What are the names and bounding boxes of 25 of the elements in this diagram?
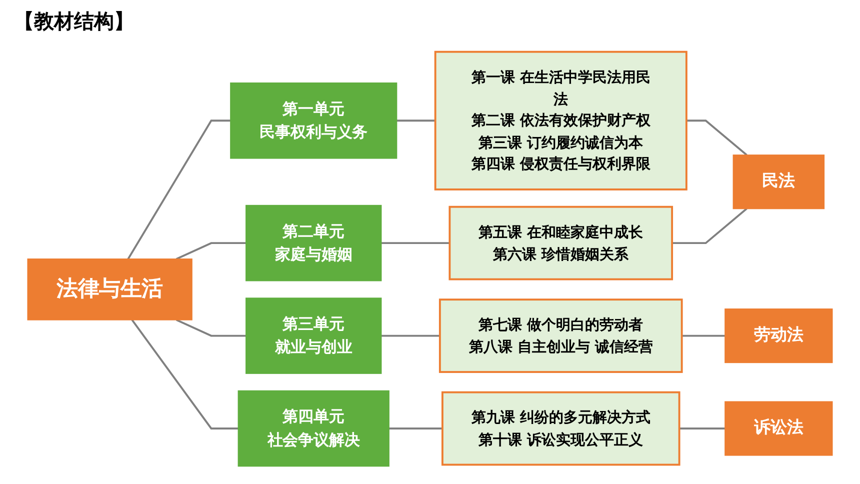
- node-box: 第一课 在生活中学民法用民法 第二课 依法有效保护财产权 第三课 订约履约诚信为本 第四课 侵权责任与权利界限: [434, 50, 688, 190]
- node-box: 法律与生活: [27, 258, 192, 320]
- node-box: 第三单元 就业与创业: [246, 298, 382, 374]
- connector: [381, 242, 450, 244]
- page-title: 【教材结构】: [14, 8, 134, 35]
- node-box: 第五课 在和睦家庭中成长 第六课 珍惜婚姻关系: [448, 206, 674, 280]
- connector: [672, 208, 748, 244]
- connector: [176, 242, 246, 260]
- connector: [679, 428, 726, 430]
- connector: [396, 120, 436, 122]
- connector: [131, 319, 238, 430]
- connector: [686, 120, 748, 156]
- connector: [388, 428, 442, 430]
- node-box: 劳动法: [724, 308, 833, 364]
- connector: [176, 318, 246, 337]
- node-box: 第二单元 家庭与婚姻: [246, 204, 382, 282]
- node-box: 第七课 做个明白的劳动者 第八课 自主创业与 诚信经营: [438, 298, 683, 373]
- connector: [127, 120, 231, 260]
- node-box: 诉讼法: [724, 401, 833, 456]
- connector: [682, 334, 726, 337]
- node-box: 第一单元 民事权利与义务: [230, 82, 398, 159]
- connector: [381, 334, 440, 337]
- node-box: 第九课 纠纷的多元解决方式 第十课 诉讼实现公平正义: [441, 391, 680, 466]
- node-box: 第四单元 社会争议解决: [238, 390, 390, 467]
- node-box: 民法: [732, 154, 825, 210]
